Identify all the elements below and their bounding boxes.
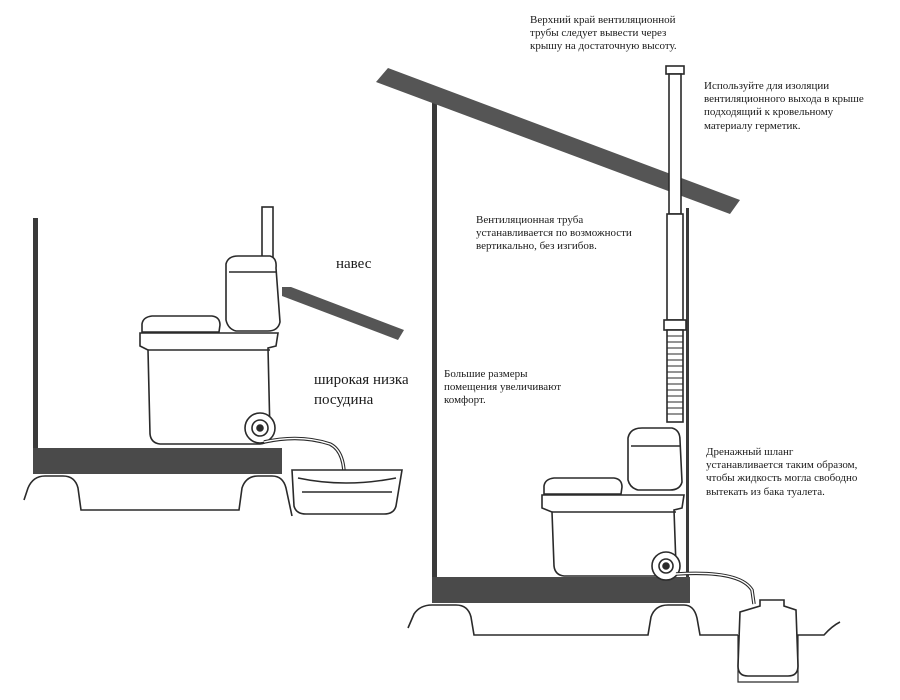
vent-pipe-upper xyxy=(668,73,682,215)
vent-top-annotation: Верхний край вентиляционной трубы следуе… xyxy=(530,14,677,53)
left-installation xyxy=(23,206,404,517)
vent-vertical-annotation: Вентиляционная труба устанавливается по … xyxy=(476,214,632,253)
left-toilet-seat xyxy=(141,315,221,333)
canopy-label: навес xyxy=(336,256,372,272)
right-toilet-seat xyxy=(543,477,623,495)
ground-pit xyxy=(737,635,799,683)
vent-pipe-middle xyxy=(666,213,684,321)
left-floor-slab xyxy=(33,448,282,474)
right-supports xyxy=(407,604,738,636)
right-wall xyxy=(432,102,437,602)
vent-pipe-flex xyxy=(666,329,684,423)
vent-pipe-coupler xyxy=(663,319,687,331)
right-installation xyxy=(376,65,841,683)
wide-low-vessel-label: широкая низка посудина xyxy=(314,372,408,409)
left-toilet-tank xyxy=(225,255,281,332)
canopy xyxy=(282,287,404,340)
right-side-wall xyxy=(686,208,689,598)
roof-sealant-annotation: Используйте для изоляции вентиляционного… xyxy=(704,80,864,132)
roof xyxy=(376,68,740,214)
roof-vent-cap xyxy=(665,65,685,75)
right-floor-slab xyxy=(432,577,690,603)
left-supports xyxy=(23,475,293,517)
right-toilet-tank xyxy=(627,427,683,491)
waste-canister xyxy=(737,599,799,677)
drain-hose-annotation: Дренажный шланг устанавливается таким об… xyxy=(706,446,858,498)
room-size-annotation: Большие размеры помещения увеличивают ко… xyxy=(444,368,562,407)
left-wall xyxy=(33,218,38,474)
